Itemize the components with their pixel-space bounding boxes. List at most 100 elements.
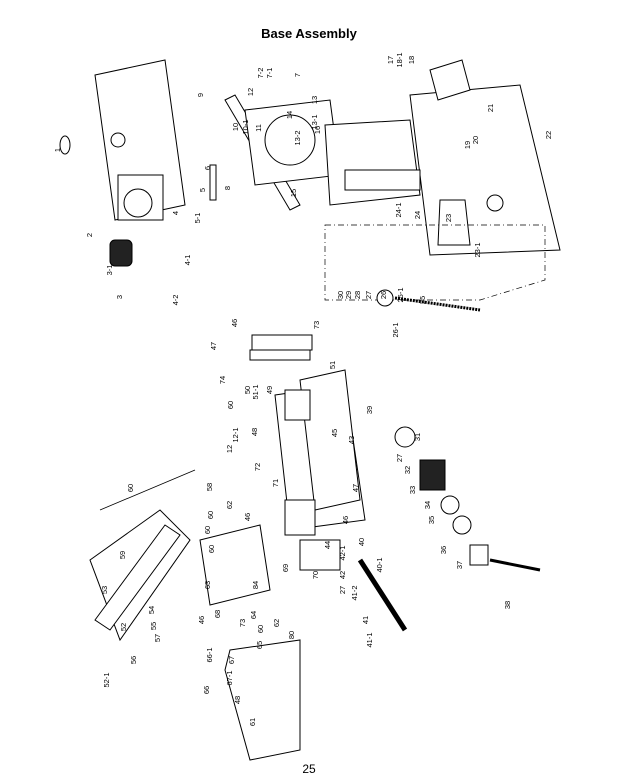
part-label: 70 [311,571,320,579]
part-label: 62 [225,501,234,509]
part-label: 7-1 [265,68,274,79]
part-label: 46 [230,319,239,327]
part-label: 12-1 [231,427,240,442]
base-assembly [324,59,561,312]
part-label: 37 [455,561,464,569]
part-label: 3-1 [105,265,114,276]
part-label: 41-1 [365,632,374,647]
part-label: 27 [364,291,373,299]
part-label: 27 [395,454,404,462]
part-label: 3 [115,295,124,299]
part-label: 55 [149,622,158,630]
part-label: 4-1 [183,255,192,266]
part-label: 47 [351,484,360,492]
part-label: 46 [197,616,206,624]
part-label: 67-1 [225,670,234,685]
part-label: 47 [209,342,218,350]
part-label: 33 [408,486,417,494]
part-label: 13-1 [310,114,319,129]
part-label: 26 [379,291,388,299]
headstock-assembly [59,59,186,267]
part-label: 69 [281,564,290,572]
part-label: 6 [203,166,212,170]
part-label: 73 [312,321,321,329]
leadscrew-assembly [394,426,541,572]
carriage-assembly [209,94,341,211]
part-label: 20 [471,136,480,144]
part-label: 31 [413,433,422,441]
part-label: 60 [126,484,135,492]
part-label: 32 [403,466,412,474]
part-label: 57 [153,634,162,642]
part-label: 19 [463,141,472,149]
part-label: 40 [357,538,366,546]
part-label: 39 [365,406,374,414]
part-label: 43 [347,436,356,444]
part-label: 18 [407,56,416,64]
part-label: 84 [251,581,260,589]
part-label: 17 [386,56,395,64]
part-label: 29 [344,291,353,299]
part-label: 60 [256,625,265,633]
part-label: 44 [323,541,332,549]
page-number: 25 [302,762,316,776]
part-label: 25-1 [396,287,405,302]
part-label: 10 [231,123,240,131]
part-label: 15 [289,189,298,197]
part-label: 12 [246,88,255,96]
part-label: 46 [341,516,350,524]
part-label: 48 [250,428,259,436]
part-label: 4-2 [171,295,180,306]
part-label: 71 [271,479,280,487]
part-label: 21 [486,104,495,112]
part-label: 66 [202,686,211,694]
part-label: 22 [544,131,553,139]
part-label: 62 [272,619,281,627]
part-label: 45 [330,429,339,437]
part-label: 80 [287,631,296,639]
part-label: 12 [225,445,234,453]
part-label: 67 [227,656,236,664]
part-label: 38 [503,601,512,609]
part-label: 16 [313,126,322,134]
part-label: 42-1 [338,545,347,560]
part-label: 60 [203,526,212,534]
part-label: 53 [100,586,109,594]
cross-slide-assembly [89,469,301,761]
part-label: 8 [223,186,232,190]
part-label: 50 [243,386,252,394]
part-label: 5-1 [193,213,202,224]
part-label: 52 [119,623,128,631]
part-label: 49 [265,386,274,394]
part-label: 23 [444,214,453,222]
part-label: 60 [206,511,215,519]
part-label: 7 [293,73,302,77]
part-label: 9 [196,93,205,97]
part-label: 51-1 [251,384,260,399]
part-label: 35 [427,516,436,524]
part-label: 54 [147,606,156,614]
part-label: 23-1 [473,242,482,257]
part-label: 63 [203,581,212,589]
part-label: 64 [249,611,258,619]
part-label: 25 [418,296,427,304]
part-label: 24-1 [394,202,403,217]
part-label: 14 [285,111,294,119]
part-label: 68 [213,610,222,618]
part-label: 59 [118,551,127,559]
part-label: 72 [253,463,262,471]
part-label: 7-2 [256,68,265,79]
part-label: 30 [336,291,345,299]
part-label: 41 [361,616,370,624]
part-label: 60 [226,401,235,409]
part-label: 40-1 [375,557,384,572]
part-label: 58 [205,483,214,491]
part-label: 46 [243,513,252,521]
part-label: 34 [423,501,432,509]
part-label: 56 [129,656,138,664]
bed-assembly [249,334,408,632]
part-label: 10-1 [241,119,250,134]
page-title: Base Assembly [261,26,357,41]
